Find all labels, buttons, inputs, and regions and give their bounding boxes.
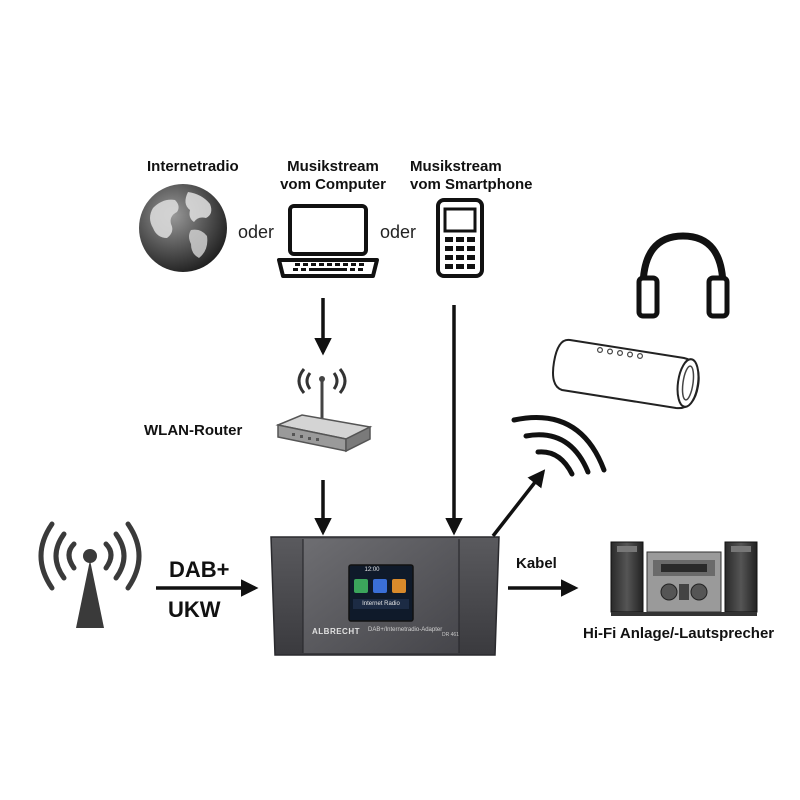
computer-stream-line2: vom Computer bbox=[280, 176, 386, 193]
globe-icon bbox=[139, 184, 227, 272]
wireless-waves bbox=[511, 415, 607, 477]
wlan-router-icon bbox=[275, 368, 373, 453]
broadcast-antenna-icon bbox=[38, 521, 142, 628]
arrow-wireless-out bbox=[491, 469, 546, 538]
wlan-router-label: WLAN-Router bbox=[144, 422, 243, 439]
laptop-icon bbox=[277, 204, 379, 278]
radio-adapter-device bbox=[270, 536, 500, 656]
oder-text-1: oder bbox=[238, 222, 275, 242]
smartphone-stream-line2: vom Smartphone bbox=[410, 176, 533, 193]
dab-label: DAB+ bbox=[169, 557, 230, 582]
device-product: DAB+/Internetradio-Adapter bbox=[368, 627, 443, 633]
computer-stream-line1: Musikstream bbox=[287, 158, 379, 175]
smartphone-stream-line1: Musikstream bbox=[410, 158, 502, 175]
cable-label: Kabel bbox=[516, 555, 557, 572]
computer-stream-label: Musikstream vom Computer bbox=[278, 158, 388, 194]
hifi-system-icon bbox=[610, 541, 758, 616]
internetradio-label: Internetradio bbox=[147, 158, 239, 175]
smartphone-stream-label: Musikstream vom Smartphone bbox=[410, 158, 533, 194]
screen-title: Internet Radio bbox=[362, 601, 400, 607]
ukw-label: UKW bbox=[168, 597, 221, 622]
hifi-label: Hi-Fi Anlage/-Lautsprecher bbox=[583, 625, 775, 642]
smartphone-icon bbox=[436, 198, 484, 278]
headphones-icon bbox=[636, 232, 730, 319]
bluetooth-speaker-icon bbox=[552, 338, 700, 410]
device-brand: ALBRECHT bbox=[312, 627, 360, 636]
screen-time: 12:00 bbox=[364, 567, 380, 573]
oder-text-2: oder bbox=[380, 222, 417, 242]
device-model: DR 461 bbox=[442, 632, 459, 638]
